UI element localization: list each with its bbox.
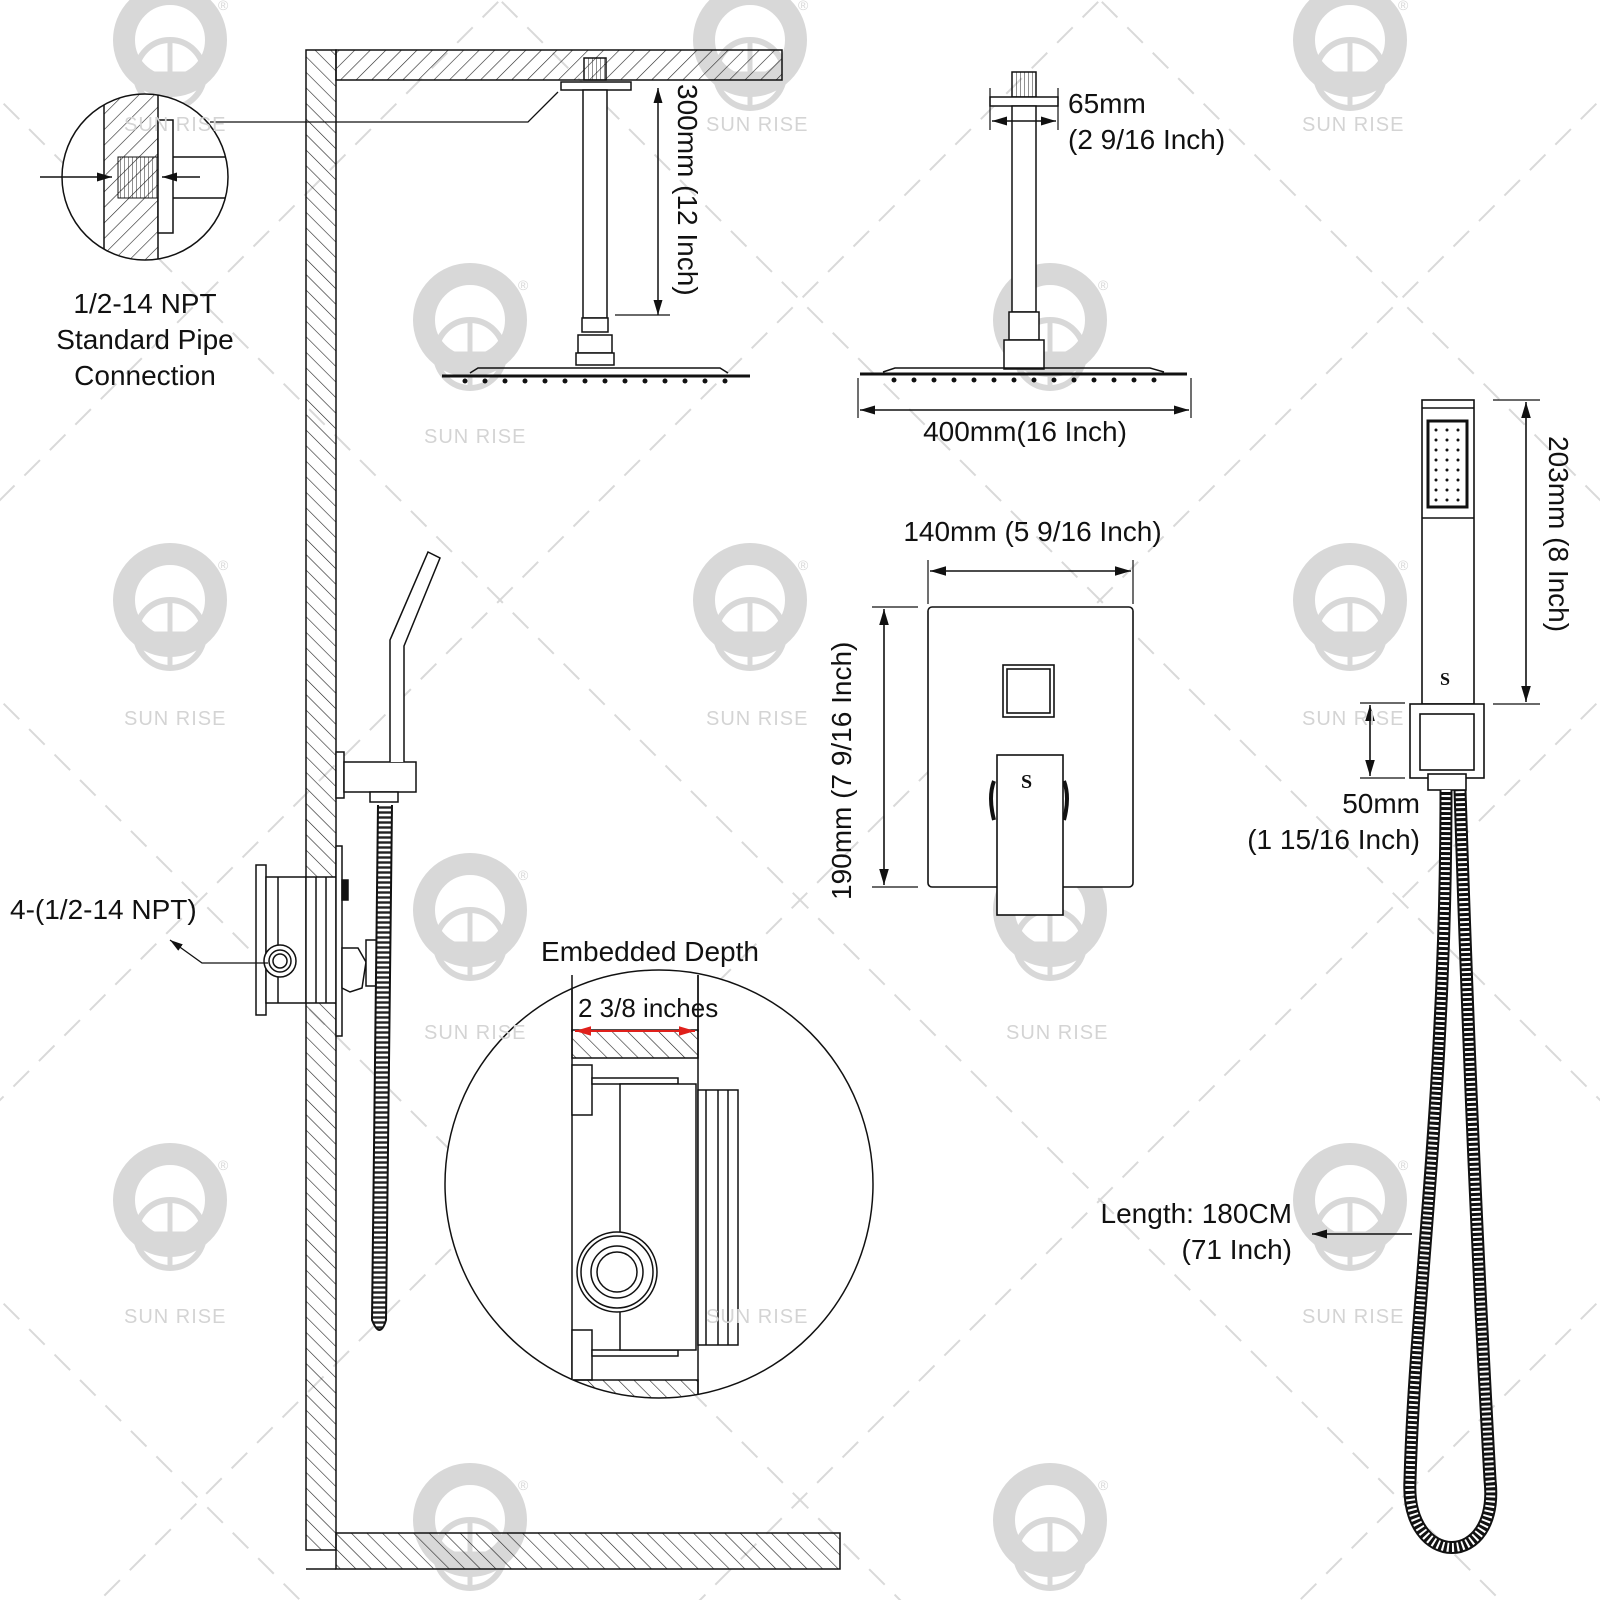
hand-shower-front-view: S (1360, 399, 1540, 791)
pipe-connection-detail (40, 93, 229, 261)
svg-text:S: S (1440, 669, 1450, 689)
head-width-label: 400mm(16 Inch) (923, 416, 1127, 447)
watermark-text: SUN RISE (1302, 708, 1405, 730)
embedded-depth-title: Embedded Depth (541, 936, 759, 967)
watermark-text: SUN RISE (706, 1306, 809, 1328)
arm-length-label: 300mm (12 Inch) (672, 84, 703, 296)
watermark-text: SUN RISE (424, 1022, 527, 1044)
shower-head-side-view (857, 71, 1192, 418)
pipe-connection-line-1: 1/2-14 NPT (73, 288, 217, 319)
plate-height-label: 190mm (7 9/16 Inch) (826, 641, 857, 900)
watermark-text: SUN RISE (706, 708, 809, 730)
wall-valve-assembly (169, 550, 441, 1331)
flange-width-mm-label: 65mm (1068, 88, 1146, 119)
watermark-text: SUN RISE (1302, 1306, 1405, 1328)
valve-ports-label: 4-(1/2-14 NPT) (10, 894, 197, 925)
hose-length-label-1: Length: 180CM (1100, 1198, 1292, 1229)
embedded-depth-value: 2 3/8 inches (578, 993, 719, 1023)
watermark-text: SUN RISE (124, 114, 227, 136)
watermark-text: SUN RISE (124, 1306, 227, 1328)
holder-height-in-label: (1 15/16 Inch) (1247, 824, 1420, 855)
pipe-connection-label: 1/2-14 NPT Standard Pipe Connection (20, 286, 270, 394)
holder-height-mm-label: 50mm (1342, 788, 1420, 819)
spray-nozzles (462, 378, 728, 384)
pipe-connection-line-3: Connection (74, 360, 216, 391)
svg-text:S: S (1021, 771, 1032, 793)
watermark-text: SUN RISE (124, 708, 227, 730)
plate-width-label: 140mm (5 9/16 Inch) (903, 516, 1162, 547)
watermark-text: SUN RISE (706, 114, 809, 136)
embedded-depth-detail (444, 969, 874, 1399)
ceiling-shower-assembly (210, 57, 750, 384)
hose-length-label-2: (71 Inch) (1181, 1234, 1293, 1265)
trim-plate-front-view: S (872, 560, 1134, 916)
hose-loop (1312, 789, 1498, 1554)
watermark-text: SUN RISE (1302, 114, 1405, 136)
watermark-text: SUN RISE (1006, 1022, 1109, 1044)
handheld-length-label: 203mm (8 Inch) (1543, 436, 1574, 633)
pipe-connection-line-2: Standard Pipe (56, 324, 234, 355)
flange-width-in-label: (2 9/16 Inch) (1068, 124, 1226, 155)
wall-section (305, 49, 841, 1570)
watermark-text: SUN RISE (424, 426, 527, 448)
